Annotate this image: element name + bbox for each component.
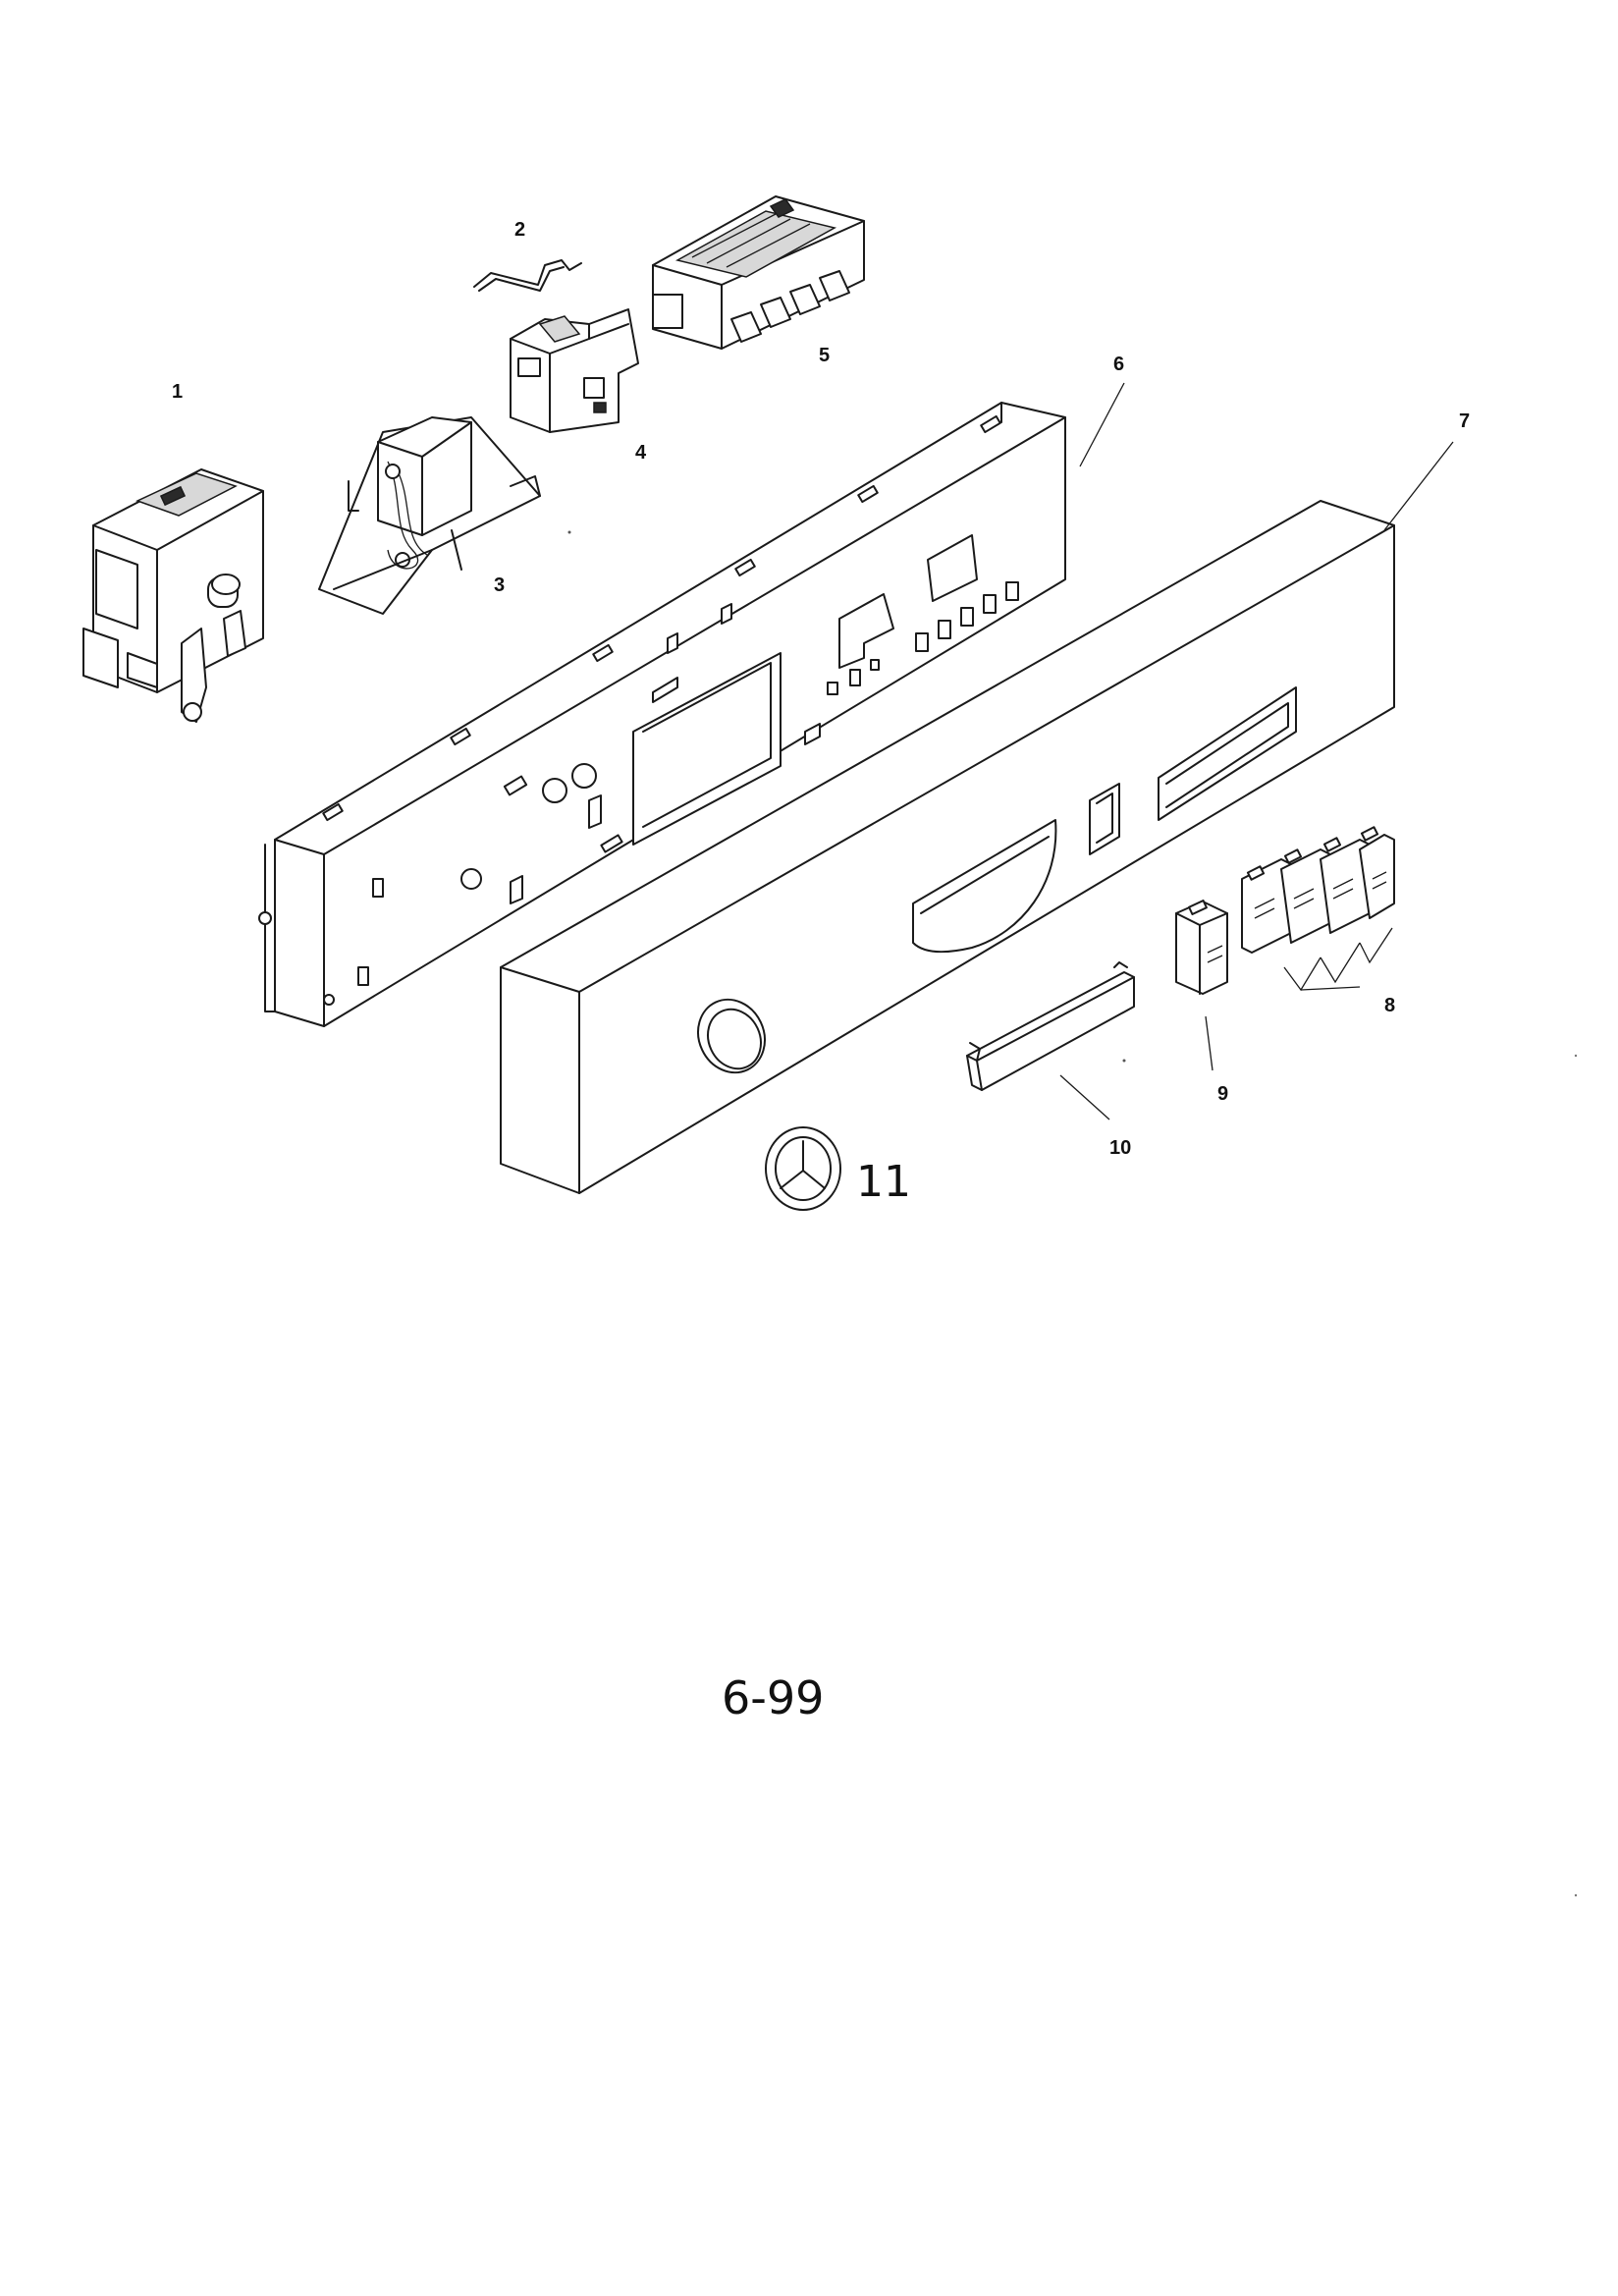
callout-8: 8 [1384, 995, 1395, 1016]
callout-3: 3 [494, 574, 505, 596]
callout-5: 5 [819, 345, 830, 366]
callout-2: 2 [514, 219, 525, 241]
page-number: 6-99 [722, 1671, 824, 1724]
callout-10: 10 [1109, 1137, 1131, 1159]
part-10-trim-strip[interactable] [966, 961, 1135, 1091]
leader-lines [1059, 382, 1454, 1121]
part-4-switch-block[interactable] [510, 308, 639, 433]
part-5-button-switch-assembly[interactable] [652, 195, 865, 350]
callout-6: 6 [1113, 354, 1124, 375]
part-2-wire-clip[interactable] [473, 259, 582, 292]
part-7-outer-fascia-panel[interactable] [500, 500, 1395, 1194]
part-1-timer-module[interactable] [82, 468, 264, 723]
callout-7: 7 [1459, 410, 1470, 432]
callout-1: 1 [172, 381, 183, 403]
part-3-wiring-bracket[interactable] [318, 416, 541, 615]
part-11-knob[interactable] [765, 1126, 841, 1211]
scan-specks [567, 530, 1578, 1897]
callout-9: 9 [1217, 1083, 1228, 1105]
part-8-button-row[interactable] [1241, 826, 1395, 992]
callout-4: 4 [635, 442, 647, 464]
part-9-single-button[interactable] [1175, 899, 1228, 995]
callout-11: 11 [856, 1157, 911, 1207]
part-6-inner-panel-frame[interactable] [258, 402, 1066, 1027]
